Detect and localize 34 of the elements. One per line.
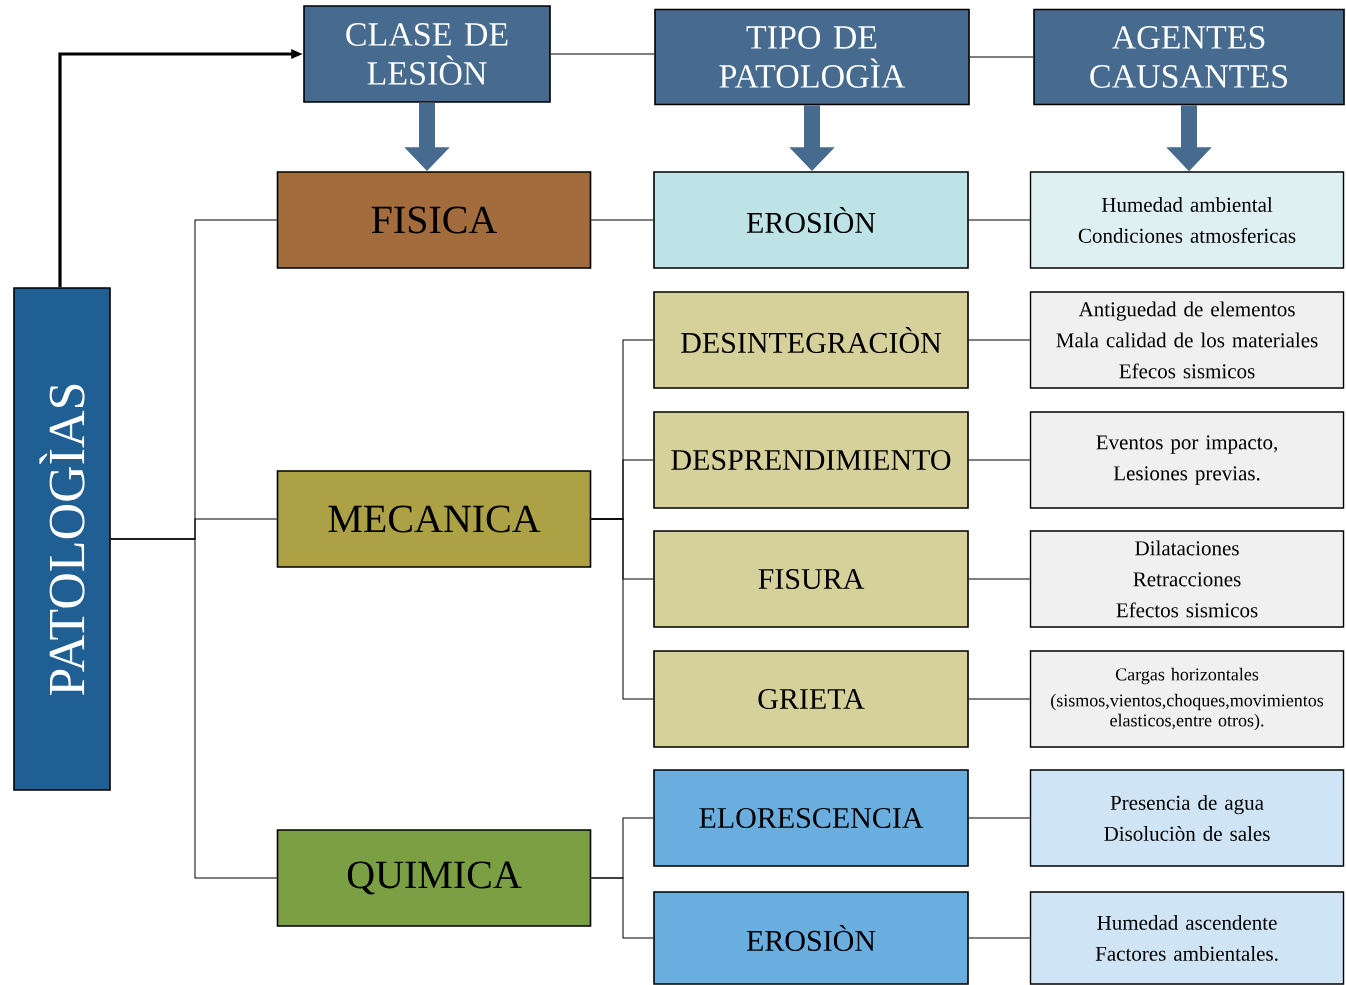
cause-box: Presencia de agua Disoluciòn de sales <box>1029 769 1345 867</box>
connector-line <box>590 219 654 221</box>
cause-box: Cargas horizontales (sismos,vientos,choques,movimientos elasticos,entre otros). <box>1029 650 1345 748</box>
connector-line <box>590 518 654 700</box>
category-box: QUIMICA <box>276 829 592 927</box>
connector-line <box>968 578 1031 580</box>
pathology-box: DESPRENDIMIENTO <box>653 411 969 509</box>
connector-line <box>968 459 1031 461</box>
pathology-box: EROSIÒN <box>653 891 969 985</box>
category-box: MECANICA <box>276 470 592 568</box>
connector-line <box>550 53 655 55</box>
cause-box: Eventos por impacto, Lesiones previas. <box>1029 411 1345 509</box>
connector-line <box>968 817 1031 819</box>
pathology-box: DESINTEGRACIÒN <box>653 291 969 389</box>
connector-line <box>968 339 1031 341</box>
connector-line <box>968 698 1031 700</box>
connector-line <box>969 56 1034 58</box>
pathology-box: ELORESCENCIA <box>653 769 969 867</box>
connector-line <box>110 538 278 879</box>
connector-line <box>968 219 1031 221</box>
pathology-box: FISURA <box>653 530 969 628</box>
pathology-box: EROSIÒN <box>653 171 969 269</box>
category-box: FISICA <box>276 171 592 269</box>
vertical-title-box: PATOLOGÌAS <box>13 287 111 791</box>
header-box: TIPO DE PATOLOGÌA <box>654 8 970 106</box>
pathology-box: GRIETA <box>653 650 969 748</box>
cause-box: Dilataciones Retracciones Efectos sismicos <box>1029 530 1345 628</box>
header-box: CLASE DE LESIÒN <box>303 5 551 103</box>
cause-box: Humedad ambiental Condiciones atmosfericas <box>1029 171 1345 269</box>
header-box: AGENTES CAUSANTES <box>1033 8 1345 106</box>
cause-box: Humedad ascendente Factores ambientales. <box>1029 891 1345 985</box>
connector-line <box>968 937 1031 939</box>
connector-line <box>590 877 654 939</box>
cause-box: Antiguedad de elementos Mala calidad de los materiales Efecos sismicos <box>1029 291 1345 389</box>
